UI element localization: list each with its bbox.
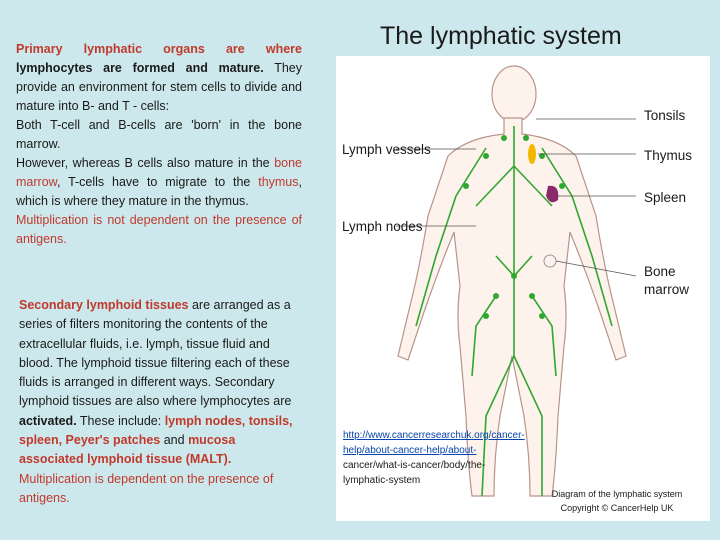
primary-multiplication: Multiplication is not dependent on the p… xyxy=(16,213,302,246)
source-url-rest: cancer/what-is-cancer/body/the-lymphatic… xyxy=(343,460,486,486)
label-lymph-nodes: Lymph nodes xyxy=(342,219,423,234)
secondary-list-2: mucosa associated lymphoid tissue (MALT)… xyxy=(19,433,236,467)
thymus-organ xyxy=(528,144,536,164)
secondary-multiplication: Multiplication is dependent on the prese… xyxy=(19,471,274,505)
secondary-desc: are arranged as a series of filters moni… xyxy=(19,298,292,409)
caption-line-1: Diagram of the lymphatic system xyxy=(551,489,683,499)
secondary-include: These include: xyxy=(76,413,165,428)
body-outline xyxy=(397,65,627,497)
secondary-list-1: lymph nodes, tonsils, spleen, Peyer's pa… xyxy=(19,413,293,448)
slide-title: The lymphatic system xyxy=(380,22,622,50)
source-url: http://www.cancerresearchuk.org/cancer-h… xyxy=(343,428,525,488)
activated-term: activated. xyxy=(19,413,77,428)
secondary-and: and xyxy=(160,433,189,448)
label-lines xyxy=(396,118,637,277)
secondary-tissues-text: Secondary lymphoid tissues are arranged … xyxy=(19,296,301,508)
spleen-organ xyxy=(546,185,559,203)
label-bone: Bone xyxy=(644,264,676,279)
lymph-nodes xyxy=(463,135,565,319)
thymus-term: thymus xyxy=(258,175,299,189)
primary-migrate-1: However, whereas B cells also mature in … xyxy=(16,156,275,170)
primary-heading: Primary lymphatic organs are where xyxy=(16,42,302,56)
figure-caption: Diagram of the lymphatic system Copyrigh… xyxy=(522,487,712,515)
primary-migrate-2: , T-cells have to migrate to the xyxy=(56,175,259,189)
label-spleen: Spleen xyxy=(644,190,687,205)
label-lymph-vessels: Lymph vessels xyxy=(342,142,431,157)
primary-born-text: Both T-cell and B-cells are 'born' in th… xyxy=(16,118,302,151)
source-link[interactable]: http://www.cancerresearchuk.org/cancer-h… xyxy=(343,430,525,456)
label-tonsils: Tonsils xyxy=(644,108,686,123)
lymphatic-diagram: Lymph vessels Lymph nodes Tonsils Thymus… xyxy=(336,56,710,521)
primary-organs-text: Primary lymphatic organs are where lymph… xyxy=(16,40,302,249)
body-illustration xyxy=(396,65,637,497)
label-marrow: marrow xyxy=(644,282,690,297)
primary-formed-phrase: lymphocytes are formed and mature. xyxy=(16,61,264,75)
caption-line-2: Copyright © CancerHelp UK xyxy=(560,503,674,513)
label-thymus: Thymus xyxy=(644,148,693,163)
secondary-heading: Secondary lymphoid tissues xyxy=(19,298,189,312)
primary-desc: They provide an environment for stem cel… xyxy=(16,61,302,113)
bone-marrow-term: bone marrow xyxy=(16,156,302,189)
primary-migrate-3: , which is where they mature in the thym… xyxy=(16,175,302,208)
